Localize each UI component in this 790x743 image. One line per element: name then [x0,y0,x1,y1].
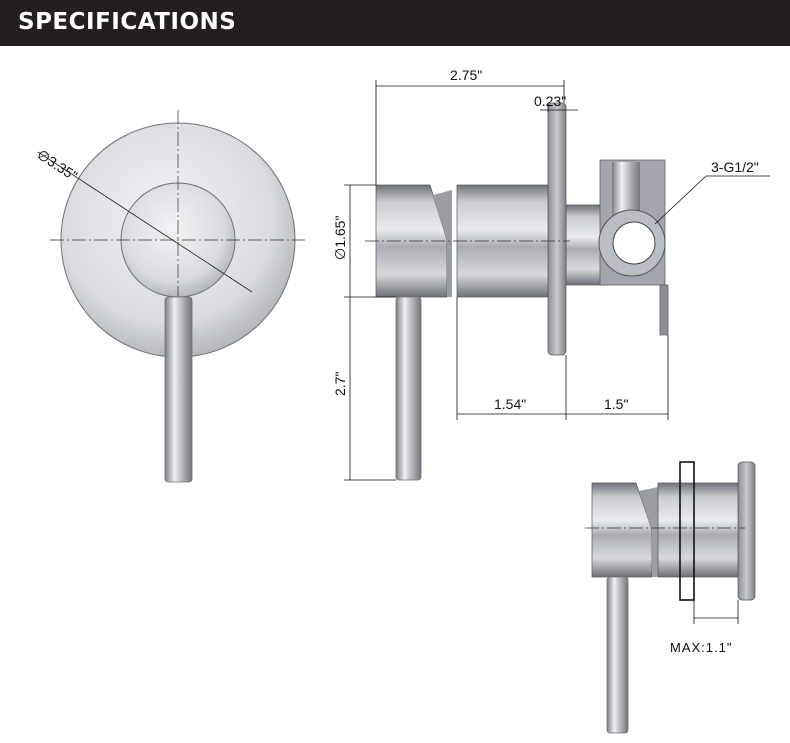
flange-thickness-label: 0.23" [534,93,566,109]
face-diameter-label: ∅3.35" [34,146,80,184]
installed-view: MAX:1.1" [585,461,756,734]
page-title: SPECIFICATIONS [18,9,237,35]
max-wall-label: MAX:1.1" [670,640,732,655]
total-depth-label: 2.75" [450,67,482,83]
header-bar: SPECIFICATIONS [0,0,790,46]
body-length-label: 1.54" [494,396,526,412]
handle-diameter-label: ∅1.65" [332,216,348,260]
front-view: ∅3.35" [34,110,305,483]
lever-length-label: 2.7" [332,372,348,396]
connection-label: 3-G1/2" [711,159,759,175]
side-view: 2.75" 0.23" ∅1.65" 2.7" 1.54" 1.5" 3-G1/… [332,67,770,481]
valve-length-label: 1.5" [604,396,628,412]
